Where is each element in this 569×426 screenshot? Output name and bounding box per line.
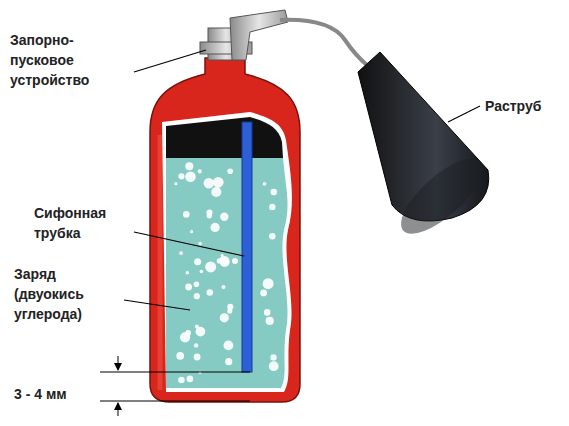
bubble [194, 343, 198, 347]
bubble [260, 290, 267, 297]
bubble [263, 182, 267, 186]
bubble [232, 258, 238, 264]
bubble [269, 361, 279, 371]
liquid-charge [166, 158, 288, 388]
dimension-label: 3 - 4 мм [14, 384, 94, 404]
bubble [174, 182, 177, 185]
bubble [211, 223, 220, 232]
bubble [224, 341, 234, 351]
bubble [264, 309, 271, 316]
bubble [194, 354, 201, 361]
bubble [194, 293, 200, 299]
bubble [185, 162, 193, 170]
bubble [221, 254, 224, 257]
bubble [185, 284, 192, 291]
leader-line [134, 232, 244, 256]
bubble [270, 354, 276, 360]
bubble [227, 304, 233, 310]
bubble [220, 213, 228, 221]
bubble [263, 278, 274, 289]
bubble [183, 211, 190, 218]
leader-line [134, 50, 206, 72]
bubble [178, 377, 185, 384]
leader-line [124, 300, 190, 310]
bubble [269, 204, 275, 210]
hose [280, 20, 368, 66]
leader-line [448, 106, 480, 122]
bubble [198, 242, 202, 246]
bubble [196, 327, 206, 337]
bubble [227, 168, 233, 174]
bubble [200, 270, 204, 274]
bubble [266, 317, 274, 325]
bubble [198, 169, 202, 173]
bubble [179, 251, 183, 255]
bubble [185, 172, 196, 183]
part-label: Запорно- пусковое устройство [10, 30, 138, 90]
dimension-marks [100, 356, 250, 416]
bubble [220, 313, 229, 322]
bubble [186, 271, 189, 274]
bubble [271, 189, 278, 196]
bubble [204, 178, 214, 188]
bubble [213, 177, 224, 188]
bubble [194, 258, 201, 265]
bubble [207, 213, 212, 218]
bubble [269, 233, 276, 240]
bubble [222, 285, 226, 289]
bubble [187, 376, 194, 383]
valve-lever [230, 10, 288, 60]
bubble [211, 187, 221, 197]
gas-space [166, 117, 283, 158]
bubble [207, 289, 214, 296]
bubble [178, 173, 184, 179]
bubble [205, 261, 216, 272]
bubble [225, 358, 232, 365]
part-label: Сифонная трубка [34, 203, 134, 243]
part-label: Заряд (двуокись углерода) [14, 264, 124, 324]
bubble [194, 281, 200, 287]
bubble [190, 230, 193, 233]
siphon-tube [242, 122, 252, 372]
bubble [220, 257, 230, 267]
cylinder-body [150, 58, 300, 402]
bubble [180, 332, 190, 342]
bubble [176, 352, 184, 360]
part-label: Раструб [485, 96, 565, 116]
